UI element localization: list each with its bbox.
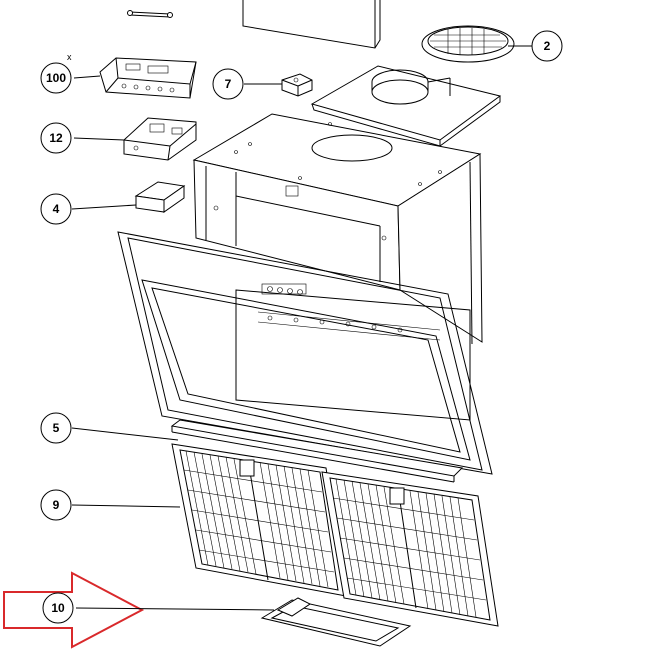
callout-4: 4: [40, 193, 72, 225]
highlight-arrow: [3, 571, 145, 649]
handle-tray-part: [260, 597, 412, 647]
callout-label: 2: [544, 39, 551, 53]
leader-lines: [71, 45, 532, 611]
control-module-part: [99, 57, 197, 99]
circuit-board-part: [123, 117, 197, 161]
transformer-part: [134, 181, 186, 213]
front-frame: [117, 231, 493, 475]
callout-2: 2: [531, 30, 563, 62]
chimney-box: [242, 0, 381, 49]
callout-label: 9: [53, 498, 60, 512]
callout-7: 7: [212, 68, 244, 100]
callout-label: 12: [49, 131, 63, 145]
callout-9: 9: [40, 489, 72, 521]
callout-12: 12: [40, 122, 72, 154]
round-grille-part: [421, 25, 515, 63]
callout-label: 4: [53, 202, 60, 216]
callout-label: 5: [53, 421, 60, 435]
bracket-part: [281, 73, 313, 97]
trim-strip-part: [170, 419, 464, 483]
rod-part: [127, 10, 173, 18]
callout-label: 7: [225, 77, 232, 91]
hood-body: [192, 113, 483, 421]
grease-filters-part: [171, 443, 499, 627]
callout-10: 10: [42, 592, 74, 624]
callout-5: 5: [40, 412, 72, 444]
callout-label: 10: [51, 601, 65, 615]
callout-label: 100: [46, 71, 66, 85]
motor-mount-plate: [310, 65, 502, 147]
small-mark: x: [67, 52, 72, 62]
callout-100: 100: [40, 62, 72, 94]
